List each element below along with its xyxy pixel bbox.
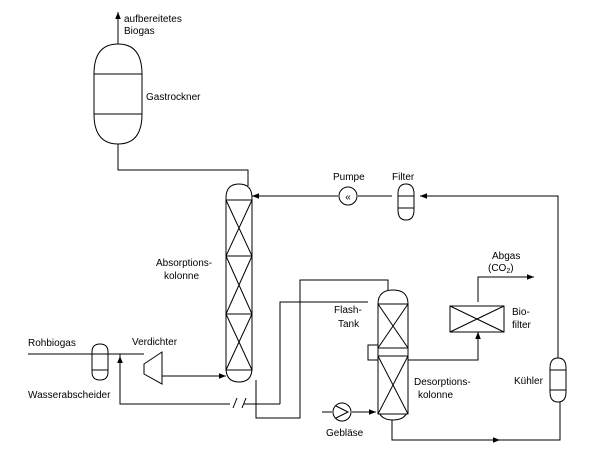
desorber-to-biofilter-line <box>408 340 479 361</box>
product-gas-label-2: Biogas <box>124 26 155 37</box>
dryer-label: Gastrockner <box>146 92 201 103</box>
desorber-to-cooler-line <box>391 400 561 441</box>
absorber-label-2: kolonne <box>164 271 199 282</box>
flash-gas-return-line <box>279 301 368 404</box>
cooler-return-line <box>462 195 559 358</box>
offgas-label-1: Abgas <box>492 251 520 262</box>
cooler <box>549 357 567 403</box>
separator-label: Wasserabscheider <box>28 390 111 401</box>
pump-label: Pumpe <box>333 172 365 183</box>
flash-side-loop <box>367 344 378 361</box>
flash-tank-label-2: Tank <box>338 319 360 330</box>
line-break-mark-2 <box>241 397 247 409</box>
filter-vessel <box>397 183 415 221</box>
offgas-label-2: (CO2) <box>488 263 514 275</box>
pump-icon: « <box>345 192 351 203</box>
flash-tank-label-1: Flash- <box>334 305 362 316</box>
cooler-label: Kühler <box>514 376 544 387</box>
labels: aufbereitetes Biogas Gastrockner Pumpe F… <box>28 14 544 439</box>
pump: « <box>338 186 358 206</box>
absorber-to-flash-line <box>255 279 389 419</box>
line-break-mark <box>232 397 238 409</box>
blower <box>332 402 352 422</box>
absorber-label-1: Absorptions- <box>156 258 212 269</box>
desorber-label-1: Desorptions- <box>414 377 471 388</box>
biofilter <box>449 305 505 333</box>
biofilter-label-2: filter <box>512 320 532 331</box>
gas-dryer <box>93 43 143 145</box>
water-separator <box>91 343 109 381</box>
desorber-label-2: kolonne <box>418 390 453 401</box>
desorption-column <box>377 289 409 421</box>
raw-gas-label: Rohbiogas <box>28 338 76 349</box>
absorption-column <box>225 183 253 383</box>
blower-label: Gebläse <box>326 428 364 439</box>
separator-recycle-line <box>119 354 230 405</box>
compressor-label: Verdichter <box>132 337 178 348</box>
filter-label: Filter <box>392 172 415 183</box>
offgas-line <box>477 276 534 302</box>
dryer-to-absorber-line <box>117 144 249 186</box>
compressor <box>143 351 163 385</box>
product-gas-label-1: aufbereitetes <box>124 14 182 25</box>
biofilter-label-1: Bio- <box>512 307 530 318</box>
